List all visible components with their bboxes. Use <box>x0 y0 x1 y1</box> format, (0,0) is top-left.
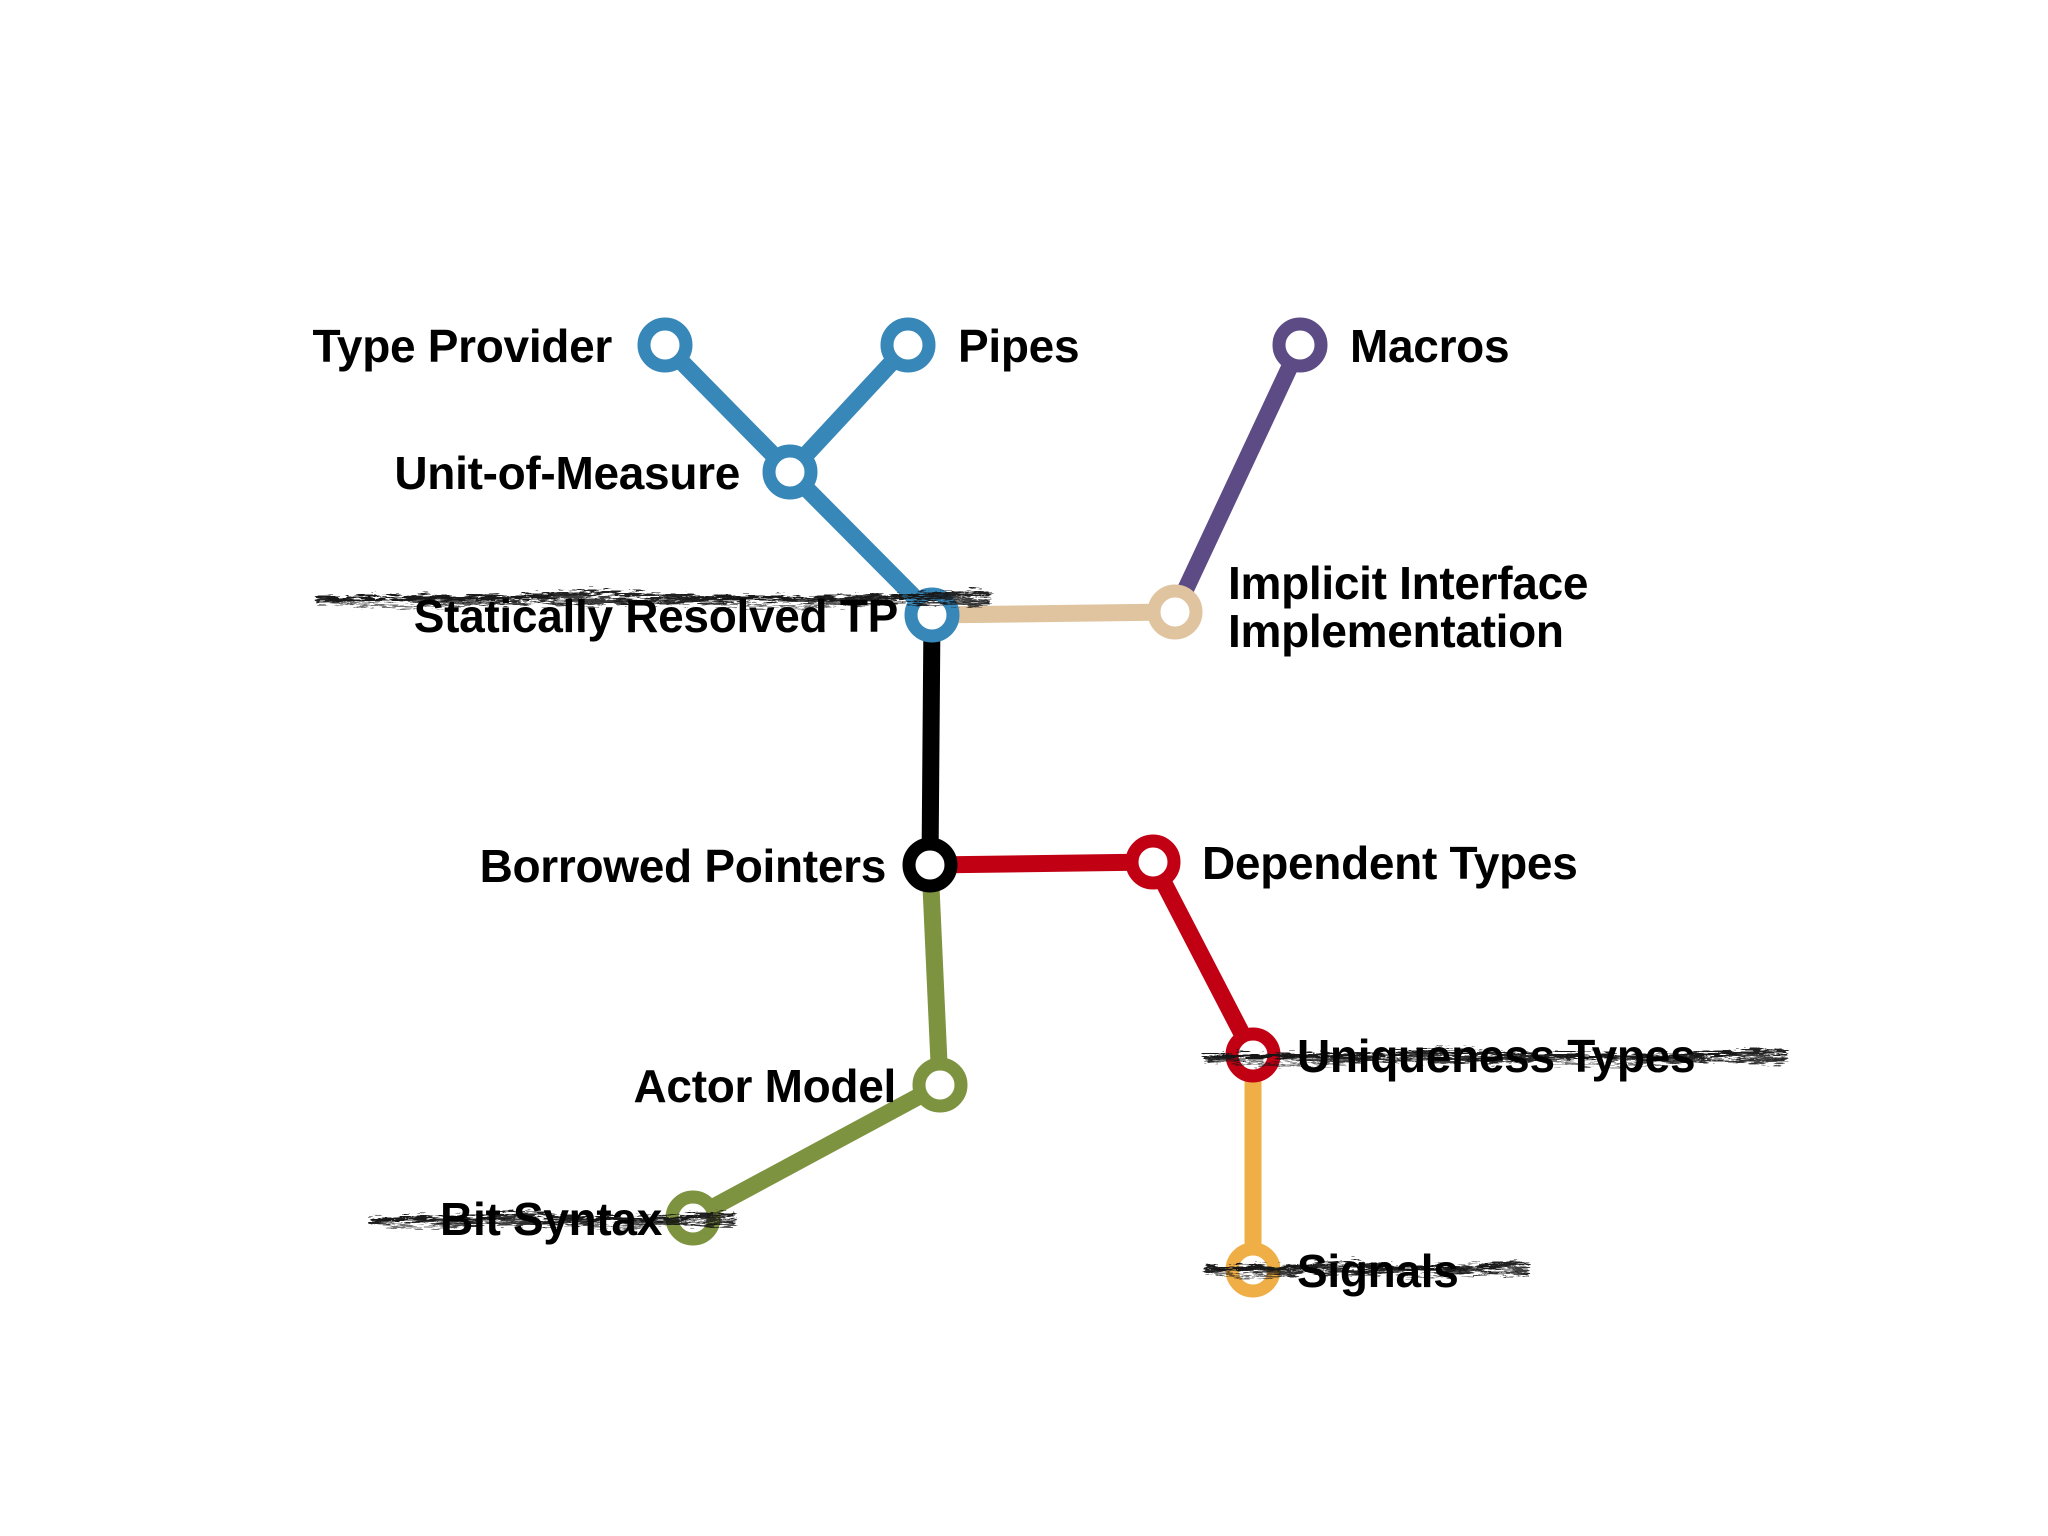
route-line-line-olive-actor-bitsyntax <box>684 1076 949 1227</box>
station-label-signals: Signals <box>1297 1245 1459 1297</box>
strike-stroke <box>1204 1057 1788 1067</box>
strikethrough-statically-resolved-tp <box>315 590 991 609</box>
station-marker-macros[interactable] <box>1272 317 1328 373</box>
station-node-dependent-types[interactable] <box>1125 834 1181 890</box>
station-node-actor-model[interactable] <box>912 1057 968 1113</box>
route-line-line-red-borrowed-dependent <box>921 853 1162 874</box>
station-label-unit-of-measure: Unit-of-Measure <box>394 447 740 499</box>
station-node-unit-of-measure[interactable] <box>762 444 818 500</box>
station-label-dependent-types: Dependent Types <box>1202 837 1578 889</box>
station-label-uniqueness-types: Uniqueness Types <box>1297 1030 1696 1082</box>
route-line-line-blue-pipes-uom <box>781 336 917 481</box>
route-line-line-black-srtp-borrowed <box>921 606 941 874</box>
strike-stroke <box>370 1220 736 1230</box>
station-label-macros: Macros <box>1350 320 1510 372</box>
station-label-type-provider: Type Provider <box>312 320 613 372</box>
route-line-line-red-dependent-uniqueness <box>1144 853 1262 1064</box>
station-node-macros[interactable] <box>1272 317 1328 373</box>
station-marker-unit-of-measure[interactable] <box>762 444 818 500</box>
station-node-implicit-interface-implementation[interactable] <box>1147 584 1203 640</box>
station-label-borrowed-pointers: Borrowed Pointers <box>479 840 887 892</box>
station-node-pipes[interactable] <box>880 317 936 373</box>
station-marker-type-provider[interactable] <box>637 317 693 373</box>
lines-layer <box>656 336 1309 1279</box>
station-node-borrowed-pointers[interactable] <box>902 837 958 893</box>
strike-stroke <box>1205 1269 1529 1279</box>
route-line-line-blue-uom-srtp <box>781 463 941 624</box>
strikethrough-layer <box>315 590 1789 1279</box>
nodes-layer <box>637 317 1328 1298</box>
station-marker-borrowed-pointers[interactable] <box>902 837 958 893</box>
strikethrough-bit-syntax <box>369 1211 737 1230</box>
station-marker-actor-model[interactable] <box>912 1057 968 1113</box>
route-line-line-blue-typeprovider-uom <box>656 336 799 481</box>
station-marker-pipes[interactable] <box>880 317 936 373</box>
station-label-statically-resolved-tp: Statically Resolved TP <box>413 590 899 642</box>
route-line-line-purple-macros-iii <box>1166 336 1309 621</box>
station-marker-statically-resolved-tp[interactable] <box>904 587 960 643</box>
station-label-actor-model: Actor Model <box>633 1060 897 1112</box>
route-line-line-olive-borrowed-actor <box>921 856 949 1094</box>
station-marker-implicit-interface-implementation[interactable] <box>1147 584 1203 640</box>
station-marker-dependent-types[interactable] <box>1125 834 1181 890</box>
strikethrough-uniqueness-types <box>1203 1048 1789 1067</box>
station-node-type-provider[interactable] <box>637 317 693 373</box>
station-label-implicit-interface-implementation: Implicit Interface Implementation <box>1228 557 1589 657</box>
station-node-statically-resolved-tp[interactable] <box>904 587 960 643</box>
strikethrough-signals <box>1204 1260 1530 1279</box>
route-line-line-tan-srtp-iii <box>923 603 1184 624</box>
station-label-pipes: Pipes <box>958 320 1080 372</box>
strike-stroke <box>316 599 990 609</box>
station-label-bit-syntax: Bit Syntax <box>440 1193 662 1245</box>
